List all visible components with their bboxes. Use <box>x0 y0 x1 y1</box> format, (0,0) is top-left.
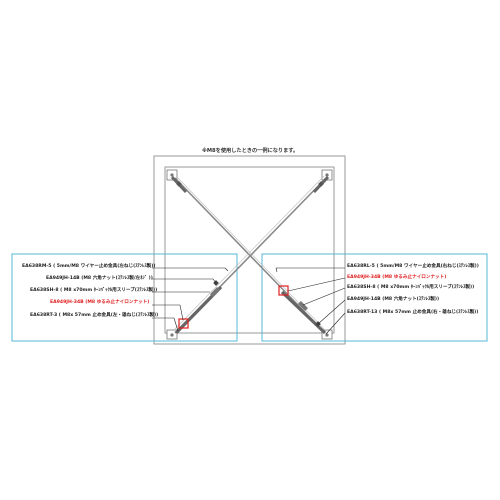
right-label-sleeve: EA638SH-8 ( M8 x70mm ﾀｰﾝﾊﾞｯｸﾙ用スリーブ(ｽﾃﾝﾚｽ… <box>347 285 475 290</box>
left-nylon-nut-marker <box>178 318 189 329</box>
left-label-end-fitting: EA638RT-3 ( M8x 57mm 止め金具(左・雄ねじ(ｽﾃﾝﾚｽ製)) <box>30 313 159 318</box>
top-right-fitting <box>312 175 330 194</box>
left-label-wire-fitting: EA638RM-5 ( 5mm/M8 ワイヤー止め金具(左ねじ(ｽﾃﾝﾚｽ製)) <box>22 264 156 269</box>
left-callout-box <box>11 253 238 342</box>
right-label-hex-nut: EA949JH-14B (M8 六角ナット(ｽﾃﾝﾚｽ製)) <box>347 297 440 302</box>
top-left-bracket <box>166 169 178 181</box>
left-label-hex-nut: EA949JH-14B (M8 六角ナット(ｽﾃﾝﾚｽ製/左ﾈｼﾞ )) <box>46 276 153 281</box>
right-leader-lines <box>275 267 346 335</box>
left-label-nylon-nut: EA949JH-34B (M8 ゆるみ止ナイロンナット) <box>50 300 150 305</box>
inner-frame <box>164 166 335 334</box>
left-label-sleeve: EA638SH-8 ( M8 x70mm ﾀｰﾝﾊﾞｯｸﾙ用スリーブ(ｽﾃﾝﾚｽ… <box>30 288 158 293</box>
right-nylon-nut-marker <box>278 285 289 296</box>
left-turnbuckle <box>174 280 223 335</box>
bottom-right-bracket <box>321 329 333 340</box>
left-leader-lines <box>152 267 229 332</box>
right-turnbuckle <box>280 290 327 335</box>
outer-frame <box>153 155 346 345</box>
bottom-left-bracket <box>166 329 178 340</box>
wire-2-highlight <box>172 175 325 332</box>
usage-note: ※M8を使用したときの一例になります。 <box>201 148 299 154</box>
top-left-fitting <box>170 175 188 194</box>
right-label-nylon-nut: EA949JH-34B (M8 ゆるみ止ナイロンナット) <box>347 275 447 280</box>
right-label-end-fitting: EA638RT-13 ( M8x 57mm 止め金具(右・雄ねじ(ｽﾃﾝﾚｽ製)… <box>347 310 479 315</box>
right-label-wire-fitting: EA638RL-5 ( 5mm/M8 ワイヤー止め金具(右ねじ(ｽﾃﾝﾚｽ製)) <box>347 264 479 269</box>
right-callout-box <box>261 253 488 342</box>
